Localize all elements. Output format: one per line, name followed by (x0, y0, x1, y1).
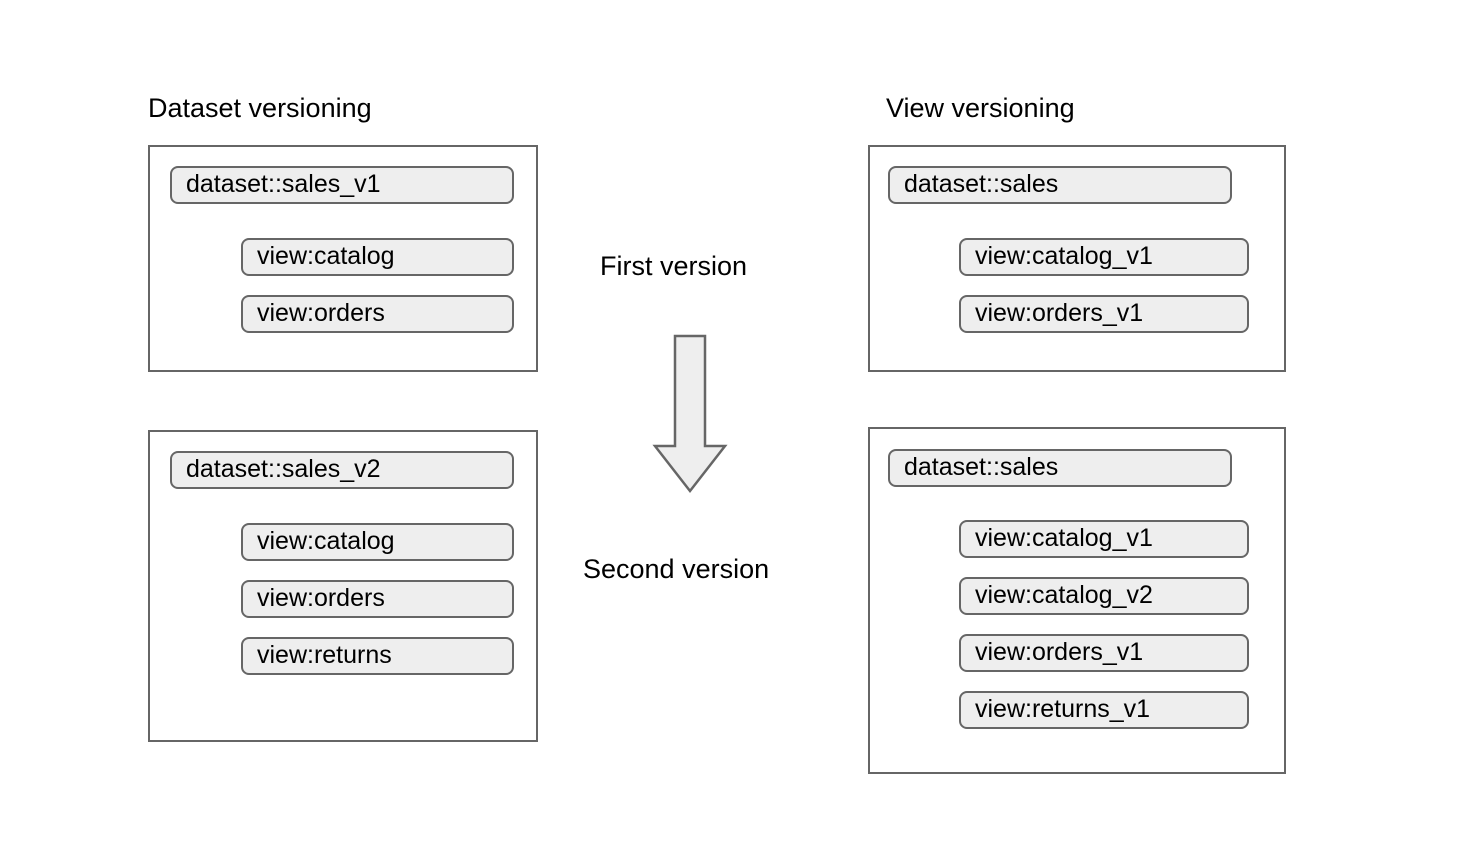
view-pill[interactable]: view:returns (241, 637, 514, 675)
view-pill[interactable]: view:catalog (241, 523, 514, 561)
view-pill-label: view:catalog_v2 (975, 580, 1153, 609)
right-column-heading: View versioning (886, 93, 1075, 123)
view-pill-label: view:orders_v1 (975, 298, 1144, 327)
view-pill[interactable]: view:catalog_v2 (959, 577, 1249, 615)
view-pill[interactable]: view:catalog (241, 238, 514, 276)
dataset-pill-label: dataset::sales_v2 (186, 454, 381, 483)
view-pill[interactable]: view:orders_v1 (959, 634, 1249, 672)
view-pill-label: view:catalog_v1 (975, 241, 1153, 270)
second-version-label: Second version (583, 554, 770, 584)
left-column-heading: Dataset versioning (148, 93, 372, 123)
view-pill-label: view:catalog_v1 (975, 523, 1153, 552)
dataset-pill-label: dataset::sales (904, 452, 1059, 481)
dataset-pill[interactable]: dataset::sales (888, 449, 1232, 487)
view-pill[interactable]: view:catalog_v1 (959, 520, 1249, 558)
view-pill-label: view:returns (257, 640, 392, 669)
view-pill[interactable]: view:orders (241, 295, 514, 333)
dataset-pill-label: dataset::sales (904, 169, 1059, 198)
view-pill-label: view:catalog (257, 526, 395, 555)
down-arrow-icon (652, 334, 728, 494)
first-version-label: First version (600, 251, 748, 281)
dataset-pill[interactable]: dataset::sales_v1 (170, 166, 514, 204)
view-pill-label: view:returns_v1 (975, 694, 1151, 723)
view-pill-label: view:orders (257, 298, 385, 327)
dataset-pill[interactable]: dataset::sales (888, 166, 1232, 204)
view-pill[interactable]: view:catalog_v1 (959, 238, 1249, 276)
view-pill[interactable]: view:returns_v1 (959, 691, 1249, 729)
dataset-pill[interactable]: dataset::sales_v2 (170, 451, 514, 489)
view-pill[interactable]: view:orders (241, 580, 514, 618)
view-pill-label: view:catalog (257, 241, 395, 270)
view-pill-label: view:orders (257, 583, 385, 612)
view-pill-label: view:orders_v1 (975, 637, 1144, 666)
dataset-pill-label: dataset::sales_v1 (186, 169, 381, 198)
view-pill[interactable]: view:orders_v1 (959, 295, 1249, 333)
